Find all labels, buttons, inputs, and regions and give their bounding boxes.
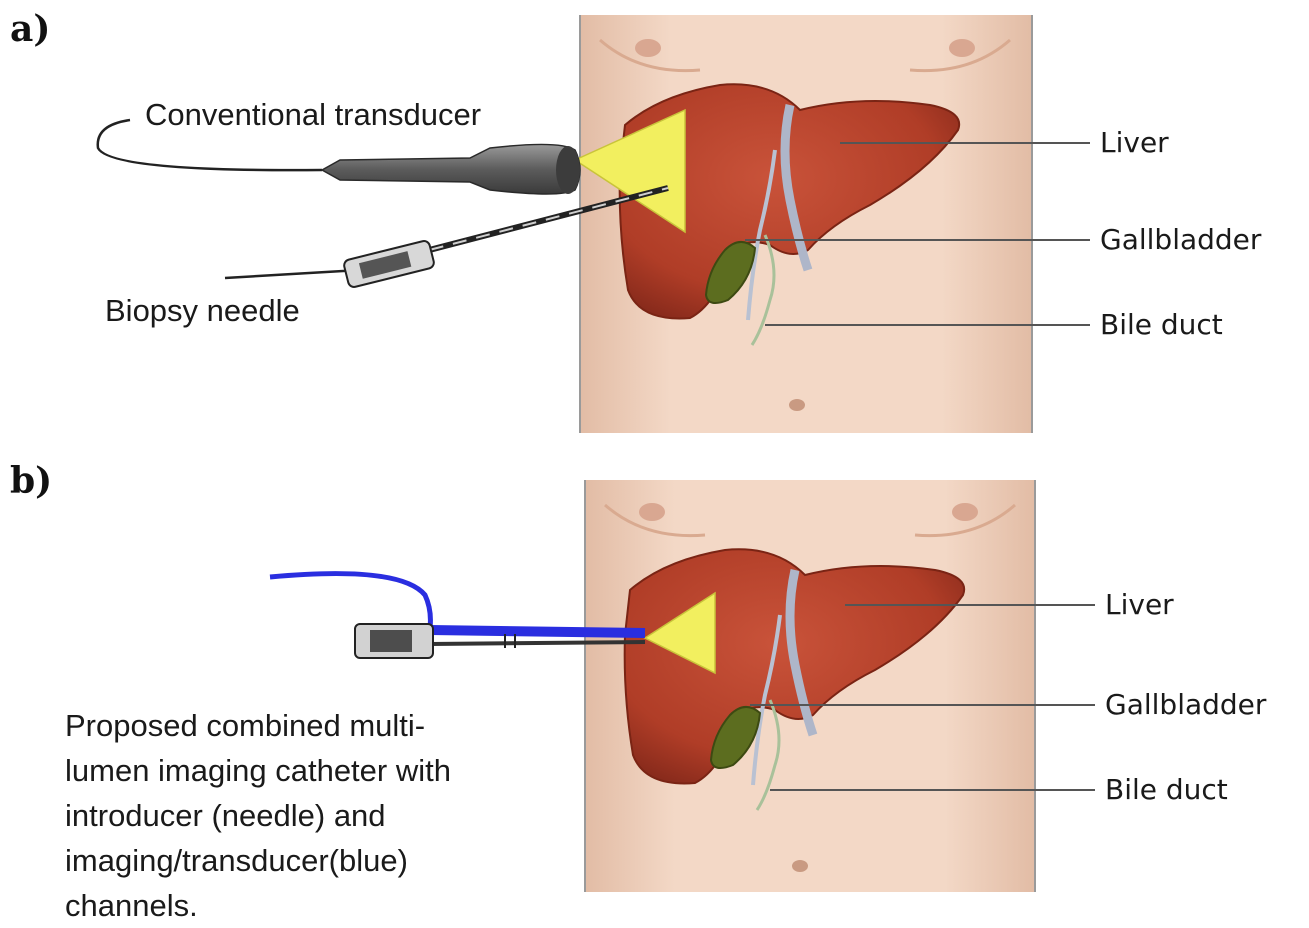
transducer-face xyxy=(556,146,580,194)
catheter-hub-grip xyxy=(370,630,412,652)
liver-label-b: Liver xyxy=(1105,588,1174,621)
torso-a-navel xyxy=(789,399,805,411)
liver-label-a: Liver xyxy=(1100,126,1169,159)
torso-a-nipple-left xyxy=(635,39,661,57)
torso-b-navel xyxy=(792,860,808,872)
panel-label-b: b) xyxy=(10,460,52,502)
bile-duct-label-a: Bile duct xyxy=(1100,308,1223,341)
caption-line: channels. xyxy=(65,883,451,928)
biopsy-needle-label: Biopsy needle xyxy=(105,293,300,329)
catheter-needle-channel xyxy=(430,642,645,644)
catheter-blue-channel xyxy=(430,630,645,633)
torso-b-nipple-left xyxy=(639,503,665,521)
caption-line: introducer (needle) and xyxy=(65,793,451,838)
gallbladder-label-b: Gallbladder xyxy=(1105,688,1266,721)
caption-line: Proposed combined multi- xyxy=(65,703,451,748)
caption-line: lumen imaging catheter with xyxy=(65,748,451,793)
panel-label-a: a) xyxy=(10,8,50,50)
transducer-probe xyxy=(322,144,580,194)
needle-cable xyxy=(225,270,360,278)
caption-line: imaging/transducer(blue) xyxy=(65,838,451,883)
catheter-caption: Proposed combined multi- lumen imaging c… xyxy=(65,703,451,928)
catheter-blue-lead xyxy=(270,574,430,628)
bile-duct-label-b: Bile duct xyxy=(1105,773,1228,806)
torso-a xyxy=(580,15,1090,433)
transducer-label: Conventional transducer xyxy=(145,97,481,133)
torso-b xyxy=(585,480,1095,892)
torso-a-nipple-right xyxy=(949,39,975,57)
gallbladder-label-a: Gallbladder xyxy=(1100,223,1261,256)
torso-b-nipple-right xyxy=(952,503,978,521)
